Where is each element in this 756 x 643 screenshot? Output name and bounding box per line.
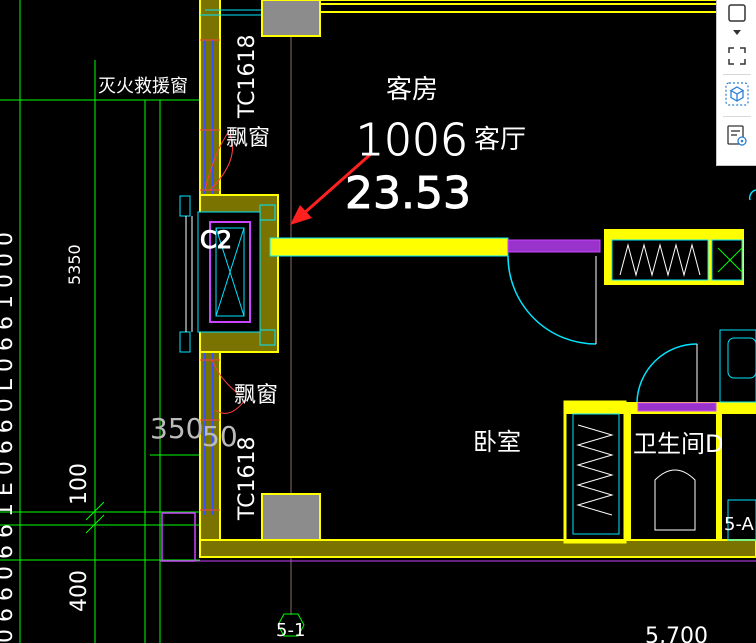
square-select-icon[interactable] [725, 2, 749, 26]
dimension-100: 100 [67, 463, 92, 505]
living-room-label: 客厅 [474, 125, 526, 155]
rescue-window-label: 灭火救援窗 [98, 76, 188, 97]
view-toolbar [716, 0, 756, 166]
window-glazing-lines [204, 40, 214, 515]
dimension-50: 50 [202, 420, 238, 453]
properties-view-icon[interactable] [725, 124, 749, 148]
bay-window-leaders [204, 129, 246, 414]
dropdown-arrow-icon[interactable] [725, 24, 749, 38]
3d-cube-icon[interactable] [725, 82, 749, 106]
room-number-label: 1006 [356, 115, 468, 166]
dimension-350: 350 [150, 412, 203, 445]
bay-window-bottom-label: 飘窗 [234, 383, 278, 408]
top-wall [319, 0, 721, 13]
dimension-400: 400 [67, 570, 92, 612]
bedroom-label: 卧室 [473, 428, 521, 456]
bottom-wall [160, 539, 756, 562]
axis-tag-label: 5-1 [276, 620, 305, 641]
partition-wall [269, 229, 744, 285]
toolbar-separator [723, 116, 751, 117]
toolbar-separator [723, 74, 751, 75]
bathroom-label: 卫生间D [633, 430, 723, 458]
fit-view-icon[interactable] [725, 44, 749, 68]
bay-window-top-label: 飘窗 [226, 126, 270, 151]
red-pointer-arrow [290, 151, 373, 225]
bathroom-walls [563, 329, 756, 544]
dimension-5350: 5350 [65, 244, 84, 285]
c2-tag-label: C2 [200, 226, 232, 254]
c2-window-block [179, 194, 279, 353]
door-swings [507, 189, 756, 403]
bottom-dimension-label: 5,700 [645, 624, 708, 643]
room-type-label: 客房 [386, 75, 438, 105]
window-code-bottom-label: TC1618 [235, 437, 260, 522]
room-area-label: 23.53 [345, 168, 471, 219]
axis-tag-marker [277, 613, 305, 637]
window-code-top-label: TC1618 [235, 35, 260, 120]
corner-block [161, 512, 196, 562]
left-edge-dimension-text: 0 6 6 0 6 6 1 E 0 6 6 0 L 0 6 6 1 0 0 0 [0, 232, 18, 643]
grid-lines [0, 0, 200, 643]
axis-right-label: 5-A [724, 514, 755, 535]
